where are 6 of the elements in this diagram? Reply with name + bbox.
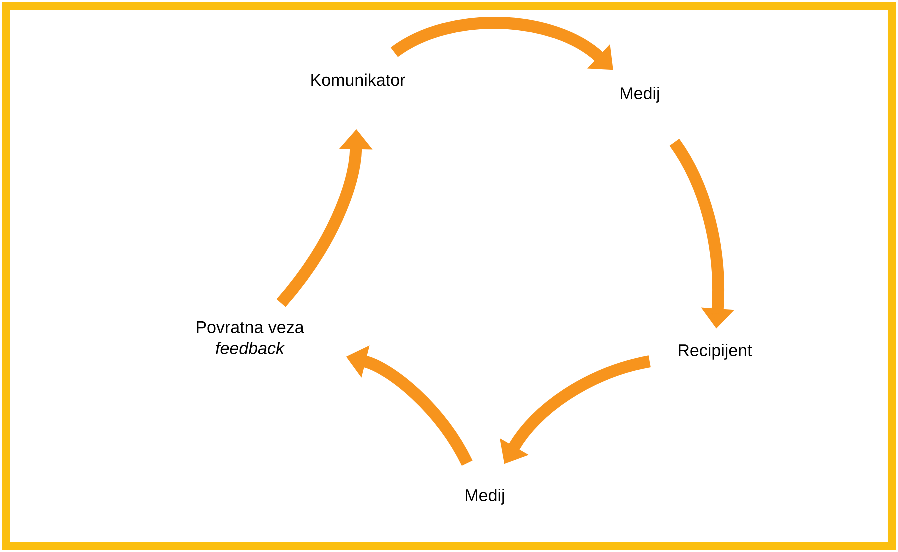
node-label: Recipijent: [679, 344, 752, 360]
node-label: Medij: [466, 489, 504, 505]
node-label: Medij: [621, 87, 660, 103]
arrow: [391, 17, 614, 70]
node-label: Komunikator: [312, 74, 406, 86]
node-label: Povratna veza feedback: [197, 322, 304, 354]
